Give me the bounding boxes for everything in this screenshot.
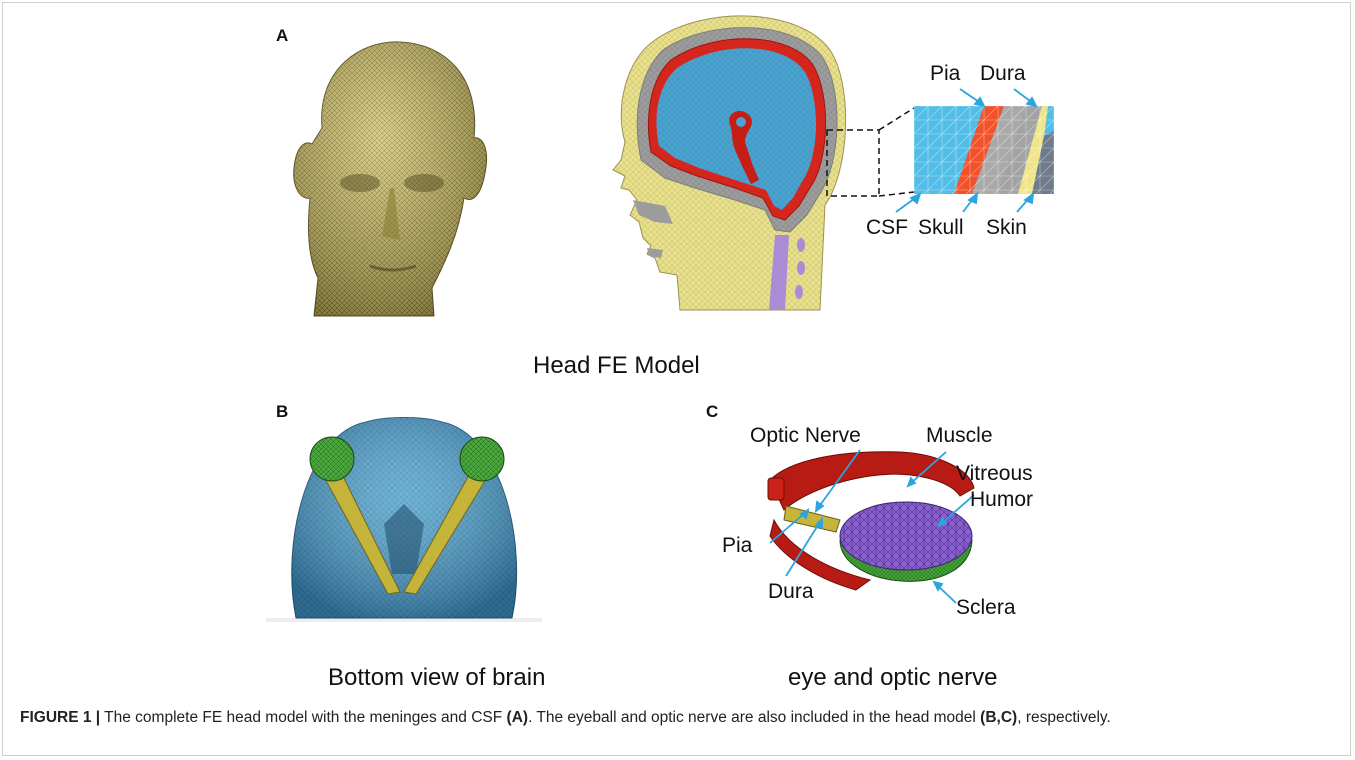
caption-ref-bc: (B,C) — [980, 709, 1017, 726]
label-pia-eye: Pia — [722, 534, 752, 558]
caption-text-2: . The eyeball and optic nerve are also i… — [528, 709, 980, 726]
figure-caption: FIGURE 1 | The complete FE head model wi… — [20, 708, 1330, 728]
caption-text-3: , respectively. — [1017, 709, 1111, 726]
panel-c-title: eye and optic nerve — [788, 664, 997, 692]
label-humor: Humor — [970, 488, 1033, 512]
label-vitreous: Vitreous — [956, 462, 1033, 486]
caption-text-1: The complete FE head model with the meni… — [100, 709, 506, 726]
caption-figure-label: FIGURE 1 | — [20, 709, 100, 726]
label-dura-eye: Dura — [768, 580, 814, 604]
caption-ref-a: (A) — [507, 709, 529, 726]
label-optic-nerve: Optic Nerve — [750, 424, 861, 448]
label-sclera: Sclera — [956, 596, 1016, 620]
label-muscle: Muscle — [926, 424, 993, 448]
